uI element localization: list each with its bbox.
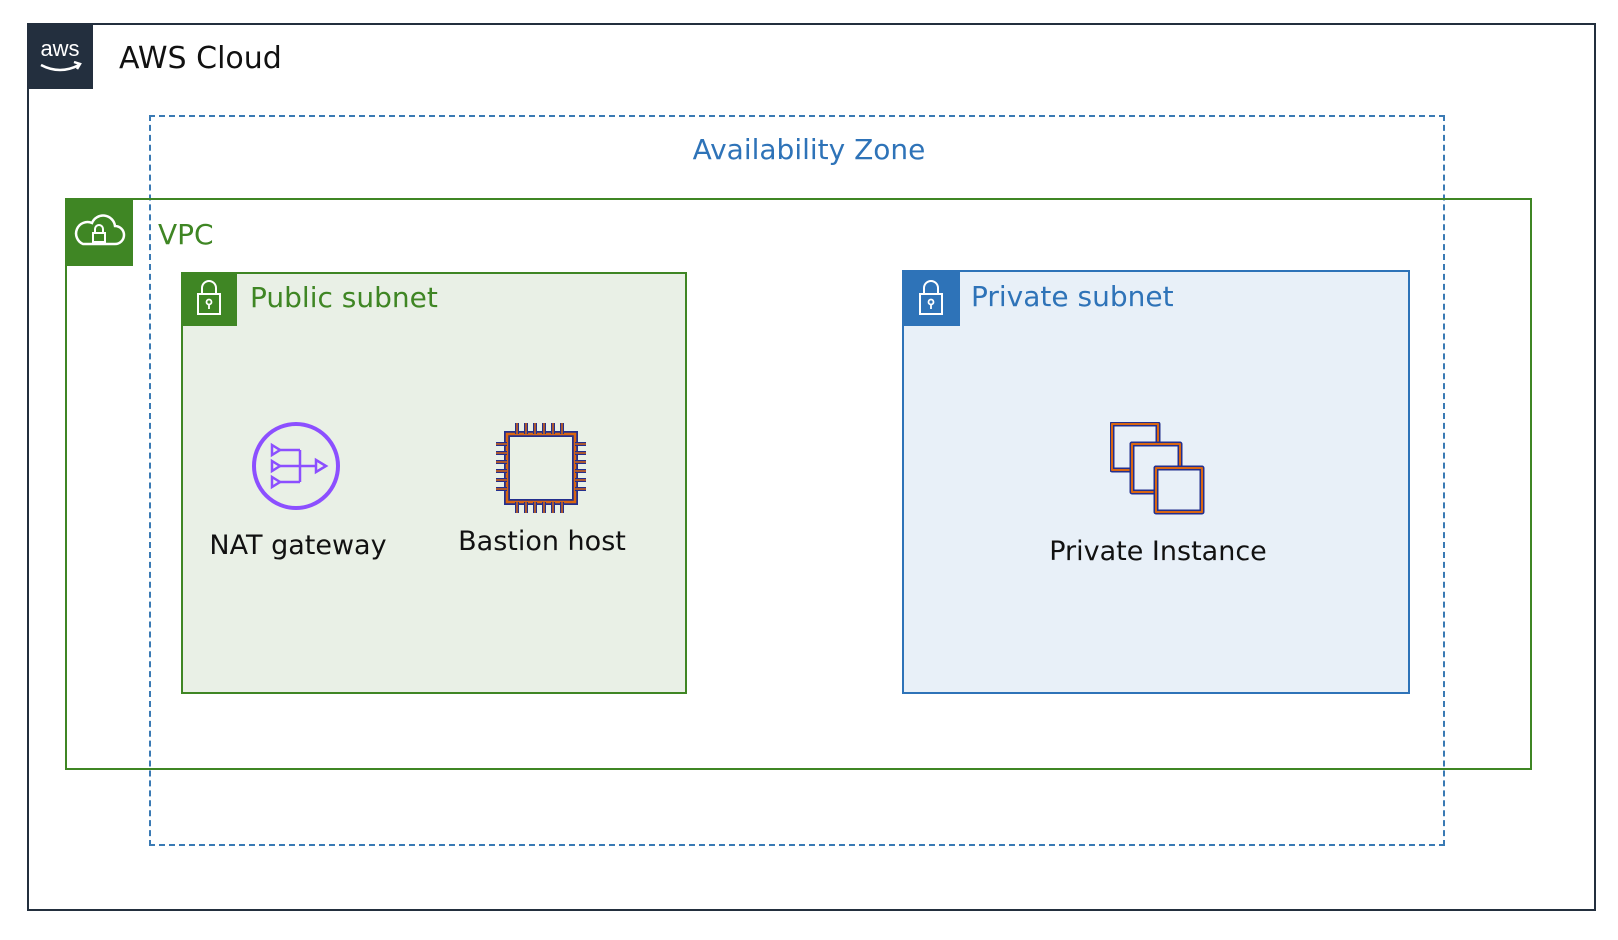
aws-cloud-group — [27, 23, 1596, 911]
aws-logo-icon: aws — [27, 23, 93, 89]
availability-zone-title-row: Availability Zone — [0, 133, 1618, 166]
bastion-host-label: Bastion host — [458, 526, 626, 557]
availability-zone-title: Availability Zone — [692, 133, 926, 166]
private-subnet-title: Private subnet — [971, 280, 1174, 313]
vpc-title: VPC — [158, 218, 214, 251]
private-instance-label: Private Instance — [1049, 536, 1267, 567]
private-subnet-lock-icon — [902, 270, 960, 326]
public-subnet-group — [181, 272, 687, 694]
nat-gateway-label: NAT gateway — [209, 530, 387, 561]
availability-zone-group — [149, 115, 1445, 846]
nat-gateway-icon — [250, 420, 342, 512]
public-subnet-title: Public subnet — [250, 281, 438, 314]
vpc-cloud-lock-icon — [65, 198, 133, 266]
vpc-group — [65, 198, 1532, 770]
aws-logo-text: aws — [40, 36, 79, 61]
ec2-instance-icon — [493, 420, 589, 516]
aws-cloud-title: AWS Cloud — [119, 41, 282, 76]
public-subnet-lock-icon — [181, 272, 237, 326]
ec2-instances-icon — [1109, 421, 1206, 516]
